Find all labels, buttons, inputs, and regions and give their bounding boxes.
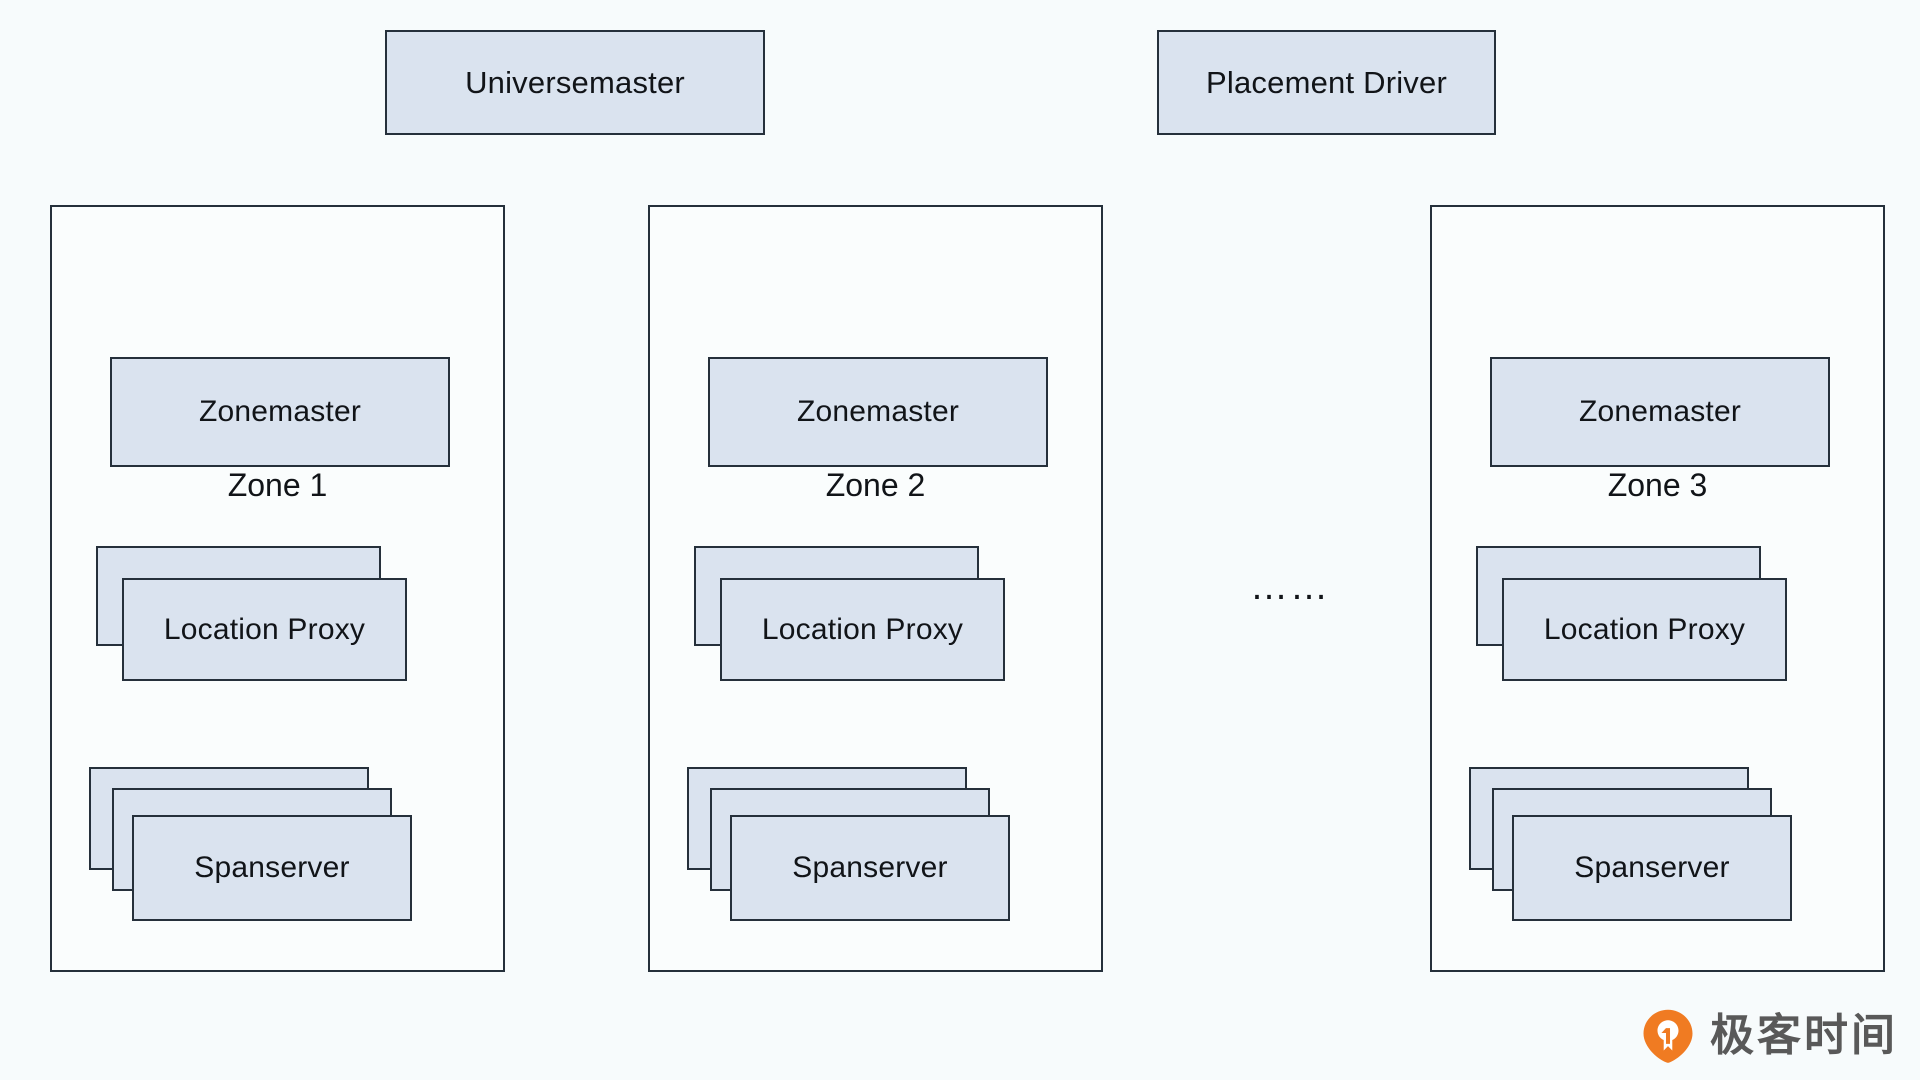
spanserver-node-front-zone-1[interactable]: Spanserver	[132, 815, 412, 921]
spanserver-stack-zone-1: Spanserver	[89, 767, 419, 922]
spanserver-stack-zone-3: Spanserver	[1469, 767, 1799, 922]
spanserver-node-front-zone-2[interactable]: Spanserver	[730, 815, 1010, 921]
location-proxy-stack-zone-2: Location Proxy	[694, 546, 1005, 681]
location-proxy-node-front-zone-3[interactable]: Location Proxy	[1502, 578, 1787, 681]
zone-container-1[interactable]: Zone 1 Zonemaster Location Proxy Spanser…	[50, 205, 505, 972]
zone-container-2[interactable]: Zone 2 Zonemaster Location Proxy Spanser…	[648, 205, 1103, 972]
watermark-text: 极客时间	[1710, 1010, 1898, 1061]
zonemaster-node-zone-3[interactable]: Zonemaster	[1490, 357, 1830, 467]
universemaster-node[interactable]: Universemaster	[385, 30, 765, 135]
zonemaster-node-zone-1[interactable]: Zonemaster	[110, 357, 450, 467]
location-proxy-node-front-zone-1[interactable]: Location Proxy	[122, 578, 407, 681]
spanserver-node-front-zone-3[interactable]: Spanserver	[1512, 815, 1792, 921]
geektime-logo-icon	[1643, 1009, 1693, 1063]
zone-container-3[interactable]: Zone 3 Zonemaster Location Proxy Spanser…	[1430, 205, 1885, 972]
zone-title-2: Zone 2	[825, 467, 926, 503]
zone-title-3: Zone 3	[1607, 467, 1708, 503]
watermark: 极客时间	[1640, 1008, 1898, 1064]
zonemaster-node-zone-2[interactable]: Zonemaster	[708, 357, 1048, 467]
location-proxy-stack-zone-3: Location Proxy	[1476, 546, 1787, 681]
placement-driver-node[interactable]: Placement Driver	[1157, 30, 1496, 135]
spanserver-stack-zone-2: Spanserver	[687, 767, 1017, 922]
zones-ellipsis: ……	[1250, 566, 1330, 608]
location-proxy-stack-zone-1: Location Proxy	[96, 546, 407, 681]
zone-title-1: Zone 1	[227, 467, 328, 503]
location-proxy-node-front-zone-2[interactable]: Location Proxy	[720, 578, 1005, 681]
